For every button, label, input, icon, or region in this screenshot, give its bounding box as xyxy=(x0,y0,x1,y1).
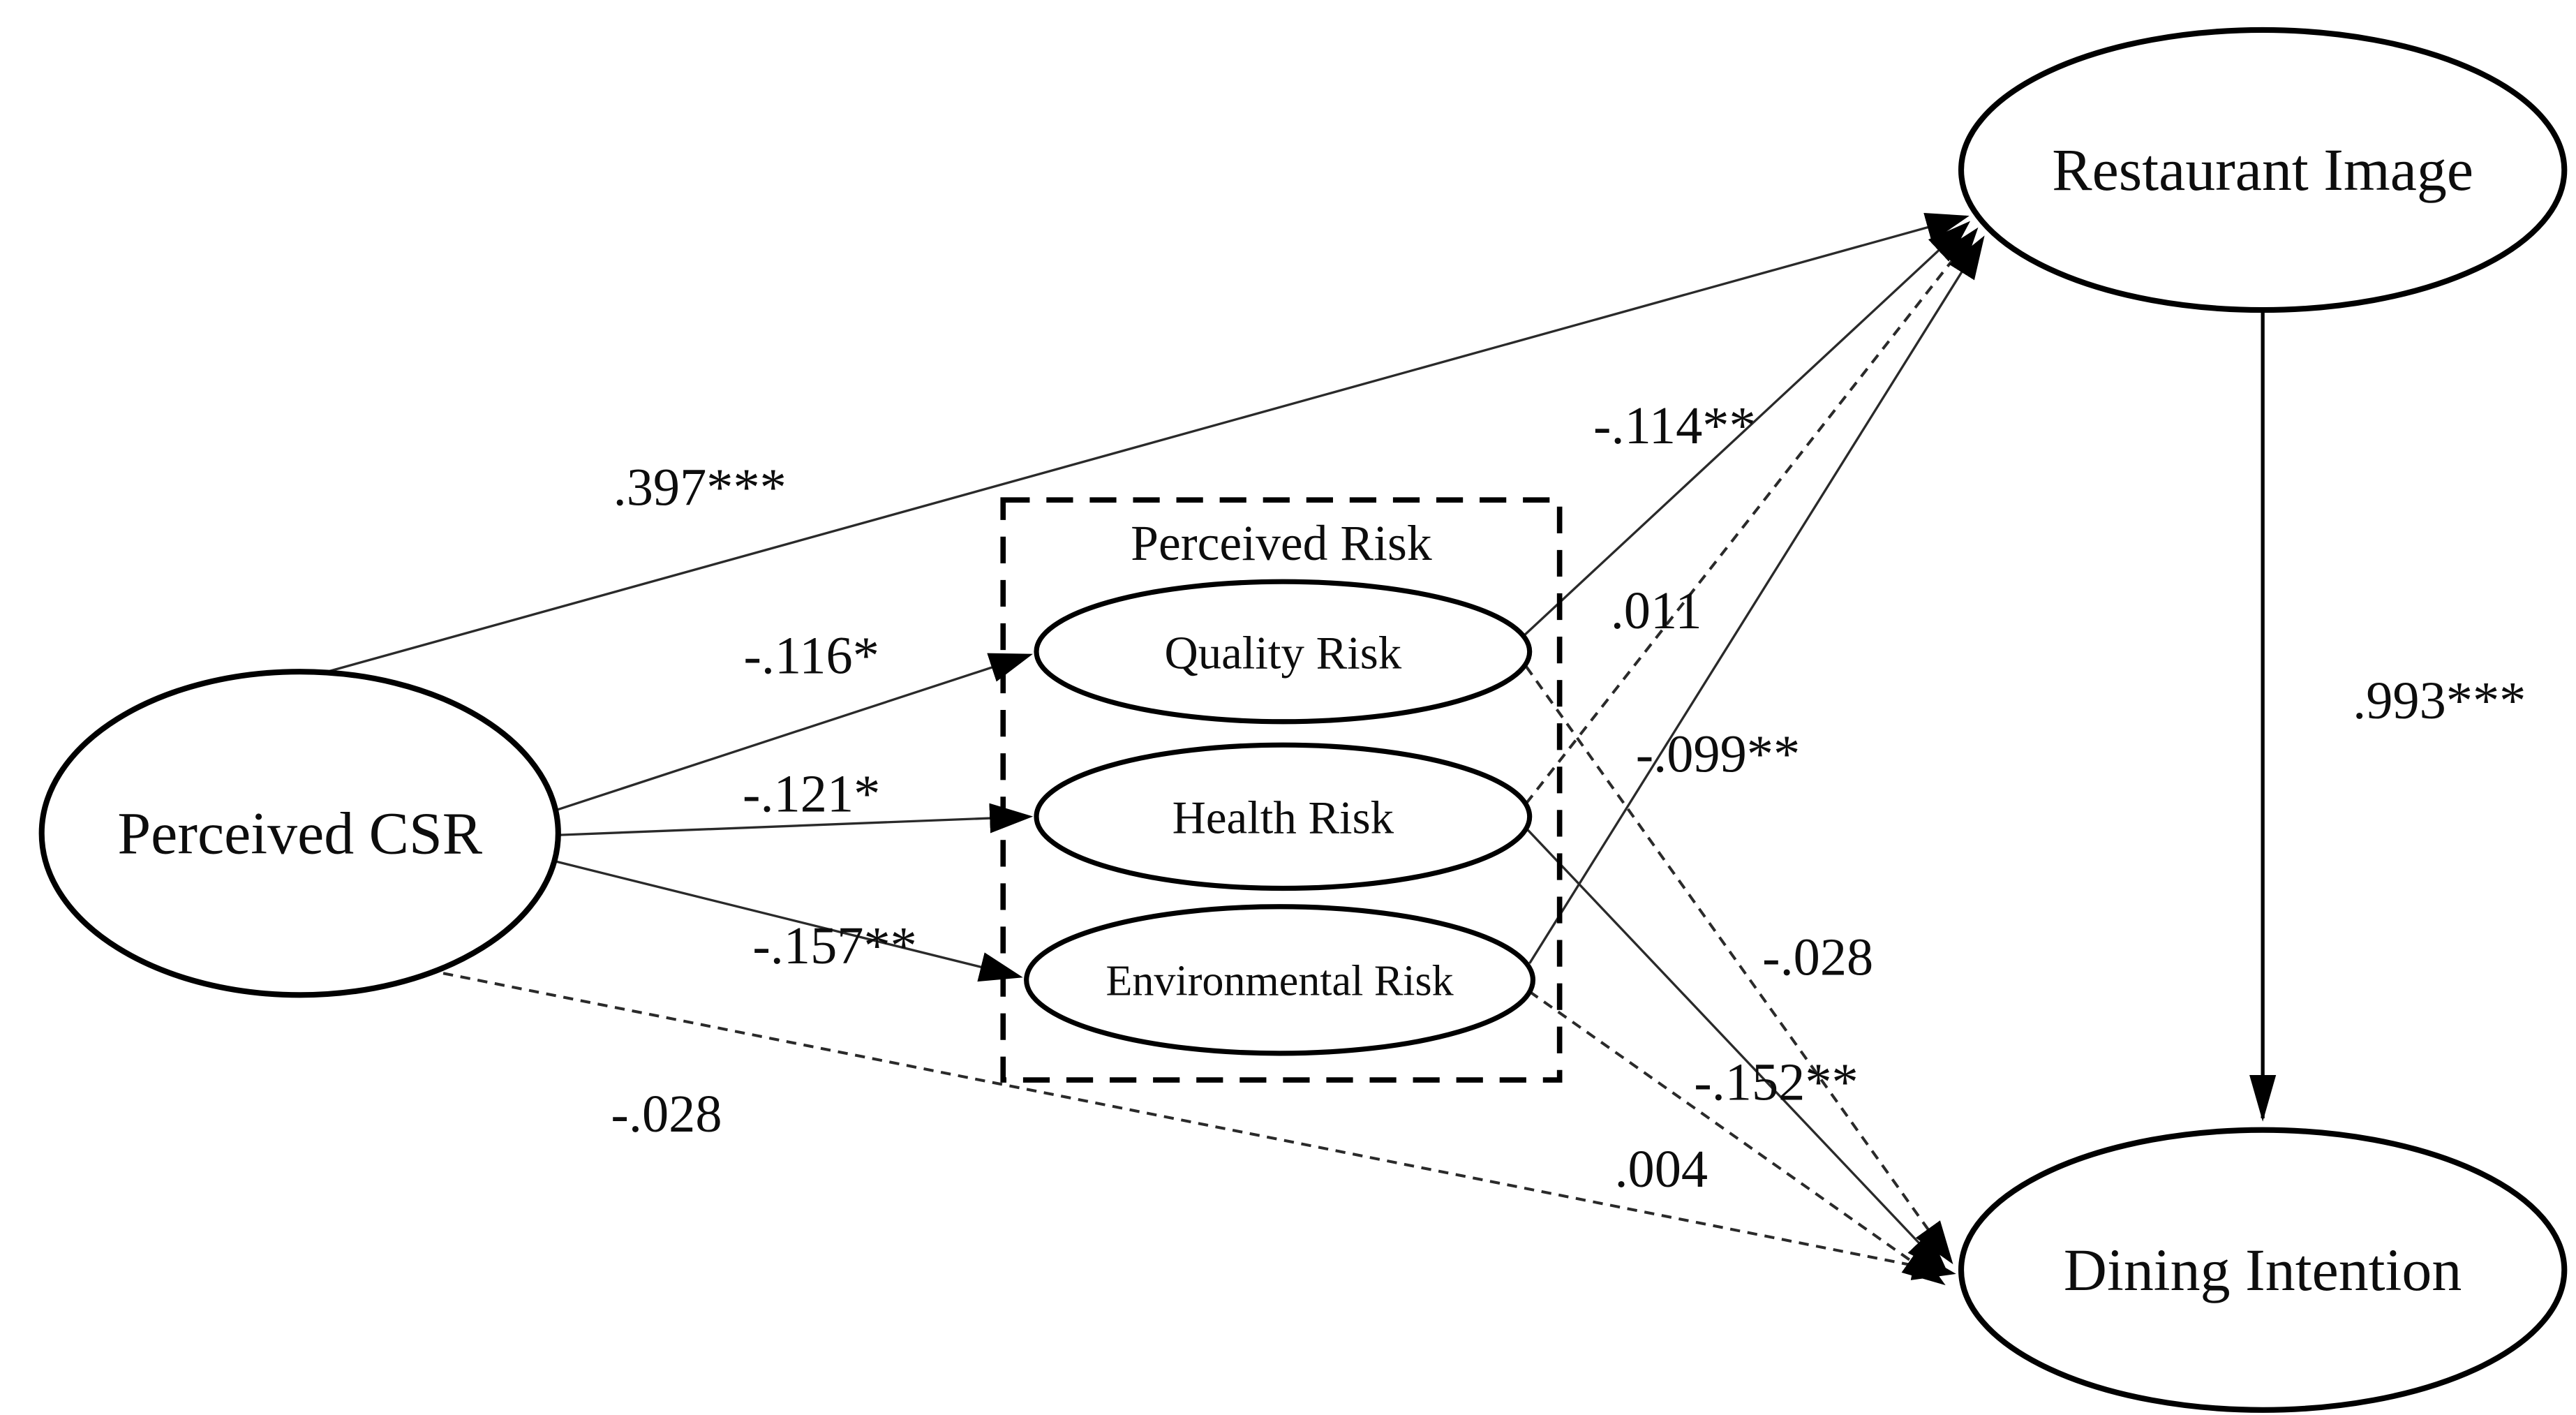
dining-intention-ellipse xyxy=(1958,1127,2568,1413)
node-environmental-risk: Environmental Risk xyxy=(1024,904,1536,1056)
coef-health-risk-restaurant-image: .011 xyxy=(1611,581,1702,640)
path-health-risk-to-restaurant-image xyxy=(1525,227,1979,804)
coef-environmental-risk-restaurant-image: -.099** xyxy=(1636,724,1800,783)
path-csr-to-restaurant-image xyxy=(321,212,1970,675)
environmental-risk-label: Environmental Risk xyxy=(1105,957,1454,1005)
node-quality-risk: Quality Risk xyxy=(1034,579,1533,725)
coef-quality-risk-restaurant-image: -.114** xyxy=(1593,396,1756,455)
perceived-csr-ellipse xyxy=(38,669,561,998)
coefficient-labels: .397*** -.116* -.121* -.157** -.028 -.11… xyxy=(611,396,2526,1199)
restaurant-image-label: Restaurant Image xyxy=(2052,136,2473,203)
coef-csr-restaurant-image: .397*** xyxy=(613,457,787,517)
path-csr-to-health-risk xyxy=(560,803,1034,836)
coef-csr-health-risk: -.121* xyxy=(743,764,880,824)
coef-csr-dining-intention: -.028 xyxy=(611,1084,722,1143)
health-risk-label: Health Risk xyxy=(1172,792,1394,844)
node-dining-intention: Dining Intention xyxy=(1958,1127,2568,1413)
quality-risk-ellipse xyxy=(1034,579,1533,725)
coef-environmental-risk-dining-intention: .004 xyxy=(1614,1139,1708,1199)
path-health-risk-to-dining-intention xyxy=(1525,827,1949,1275)
node-perceived-csr: Perceived CSR xyxy=(38,669,561,998)
coef-restaurant-image-dining-intention: .993*** xyxy=(2353,671,2526,730)
path-environmental-risk-to-restaurant-image xyxy=(1528,235,1985,964)
coef-health-risk-dining-intention: -.152** xyxy=(1694,1053,1858,1112)
node-health-risk: Health Risk xyxy=(1034,742,1533,891)
path-csr-to-environmental-risk xyxy=(556,860,1023,982)
environmental-risk-ellipse xyxy=(1024,904,1536,1056)
path-group xyxy=(321,212,2277,1286)
health-risk-ellipse xyxy=(1034,742,1533,891)
path-csr-to-dining-intention xyxy=(442,972,1956,1280)
perceived-risk-group-label: Perceived Risk xyxy=(1131,516,1432,571)
coef-csr-quality-risk: -.116* xyxy=(743,626,879,686)
coef-quality-risk-dining-intention: -.028 xyxy=(1762,928,1873,987)
restaurant-image-ellipse xyxy=(1958,27,2568,313)
quality-risk-label: Quality Risk xyxy=(1164,627,1401,679)
path-environmental-risk-to-dining-intention xyxy=(1528,990,1946,1286)
perceived-csr-label: Perceived CSR xyxy=(117,799,482,866)
node-restaurant-image: Restaurant Image xyxy=(1958,27,2568,313)
dining-intention-label: Dining Intention xyxy=(2064,1236,2462,1303)
path-quality-risk-to-restaurant-image xyxy=(1524,221,1971,636)
path-csr-to-quality-risk xyxy=(556,653,1033,811)
coef-csr-environmental-risk: -.157** xyxy=(752,916,916,975)
perceived-risk-group-box xyxy=(1000,497,1563,1083)
